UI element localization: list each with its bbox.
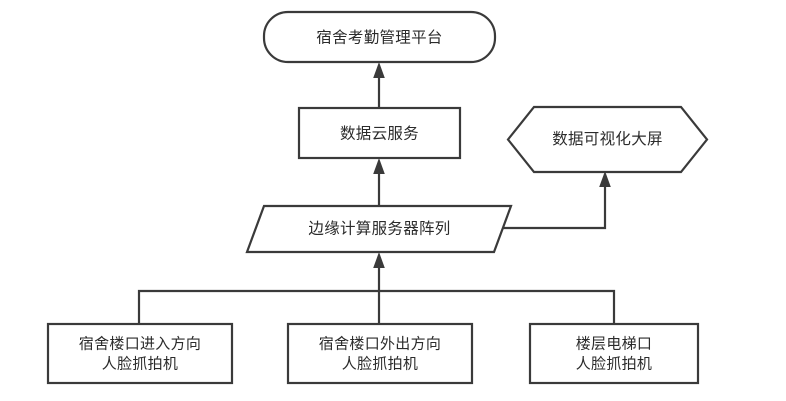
node-camera-elevator[interactable]: 楼层电梯口 人脸抓拍机: [528, 322, 700, 385]
connector-edge-to-bigscreen: [500, 171, 611, 230]
arrow-head-up-icon: [373, 158, 385, 174]
arrow-head-up-icon: [599, 171, 611, 187]
node-bigscreen-label: 数据可视化大屏: [552, 130, 663, 148]
node-camera-entry[interactable]: 宿舍楼口进入方向 人脸抓拍机: [46, 322, 234, 385]
node-cloud-label: 数据云服务: [340, 125, 419, 143]
node-bigscreen-shape: [506, 105, 709, 174]
node-edge-array-shape: [245, 204, 513, 254]
node-cloud-shape: [297, 106, 462, 160]
node-camera-exit-label-line1: 宿舍楼口外出方向: [319, 335, 441, 353]
arrow-head-up-icon: [373, 62, 385, 78]
node-camera-elevator-label-line2: 人脸抓拍机: [576, 355, 653, 373]
node-camera-exit[interactable]: 宿舍楼口外出方向 人脸抓拍机: [286, 322, 474, 385]
arrow-head-up-icon: [373, 252, 385, 268]
connector-edge-to-cloud: [373, 158, 385, 206]
node-platform-label: 宿舍考勤管理平台: [316, 29, 442, 47]
node-edge-array[interactable]: 边缘计算服务器阵列: [245, 204, 513, 254]
node-platform-shape: [262, 10, 497, 64]
connector-cameras-to-edge: [137, 252, 616, 324]
node-platform[interactable]: 宿舍考勤管理平台: [262, 10, 497, 64]
node-camera-entry-shape: [46, 322, 234, 385]
node-camera-exit-label-line2: 人脸抓拍机: [342, 355, 419, 373]
node-cloud[interactable]: 数据云服务: [297, 106, 462, 160]
node-edge-array-label: 边缘计算服务器阵列: [308, 219, 450, 238]
node-bigscreen[interactable]: 数据可视化大屏: [506, 105, 709, 174]
connector-cloud-to-platform: [373, 62, 385, 108]
node-camera-elevator-label-line1: 楼层电梯口: [576, 335, 653, 353]
node-camera-entry-label-line2: 人脸抓拍机: [102, 355, 179, 373]
node-camera-entry-label-line1: 宿舍楼口进入方向: [79, 335, 201, 353]
node-camera-exit-shape: [286, 322, 474, 385]
node-camera-elevator-shape: [528, 322, 700, 385]
